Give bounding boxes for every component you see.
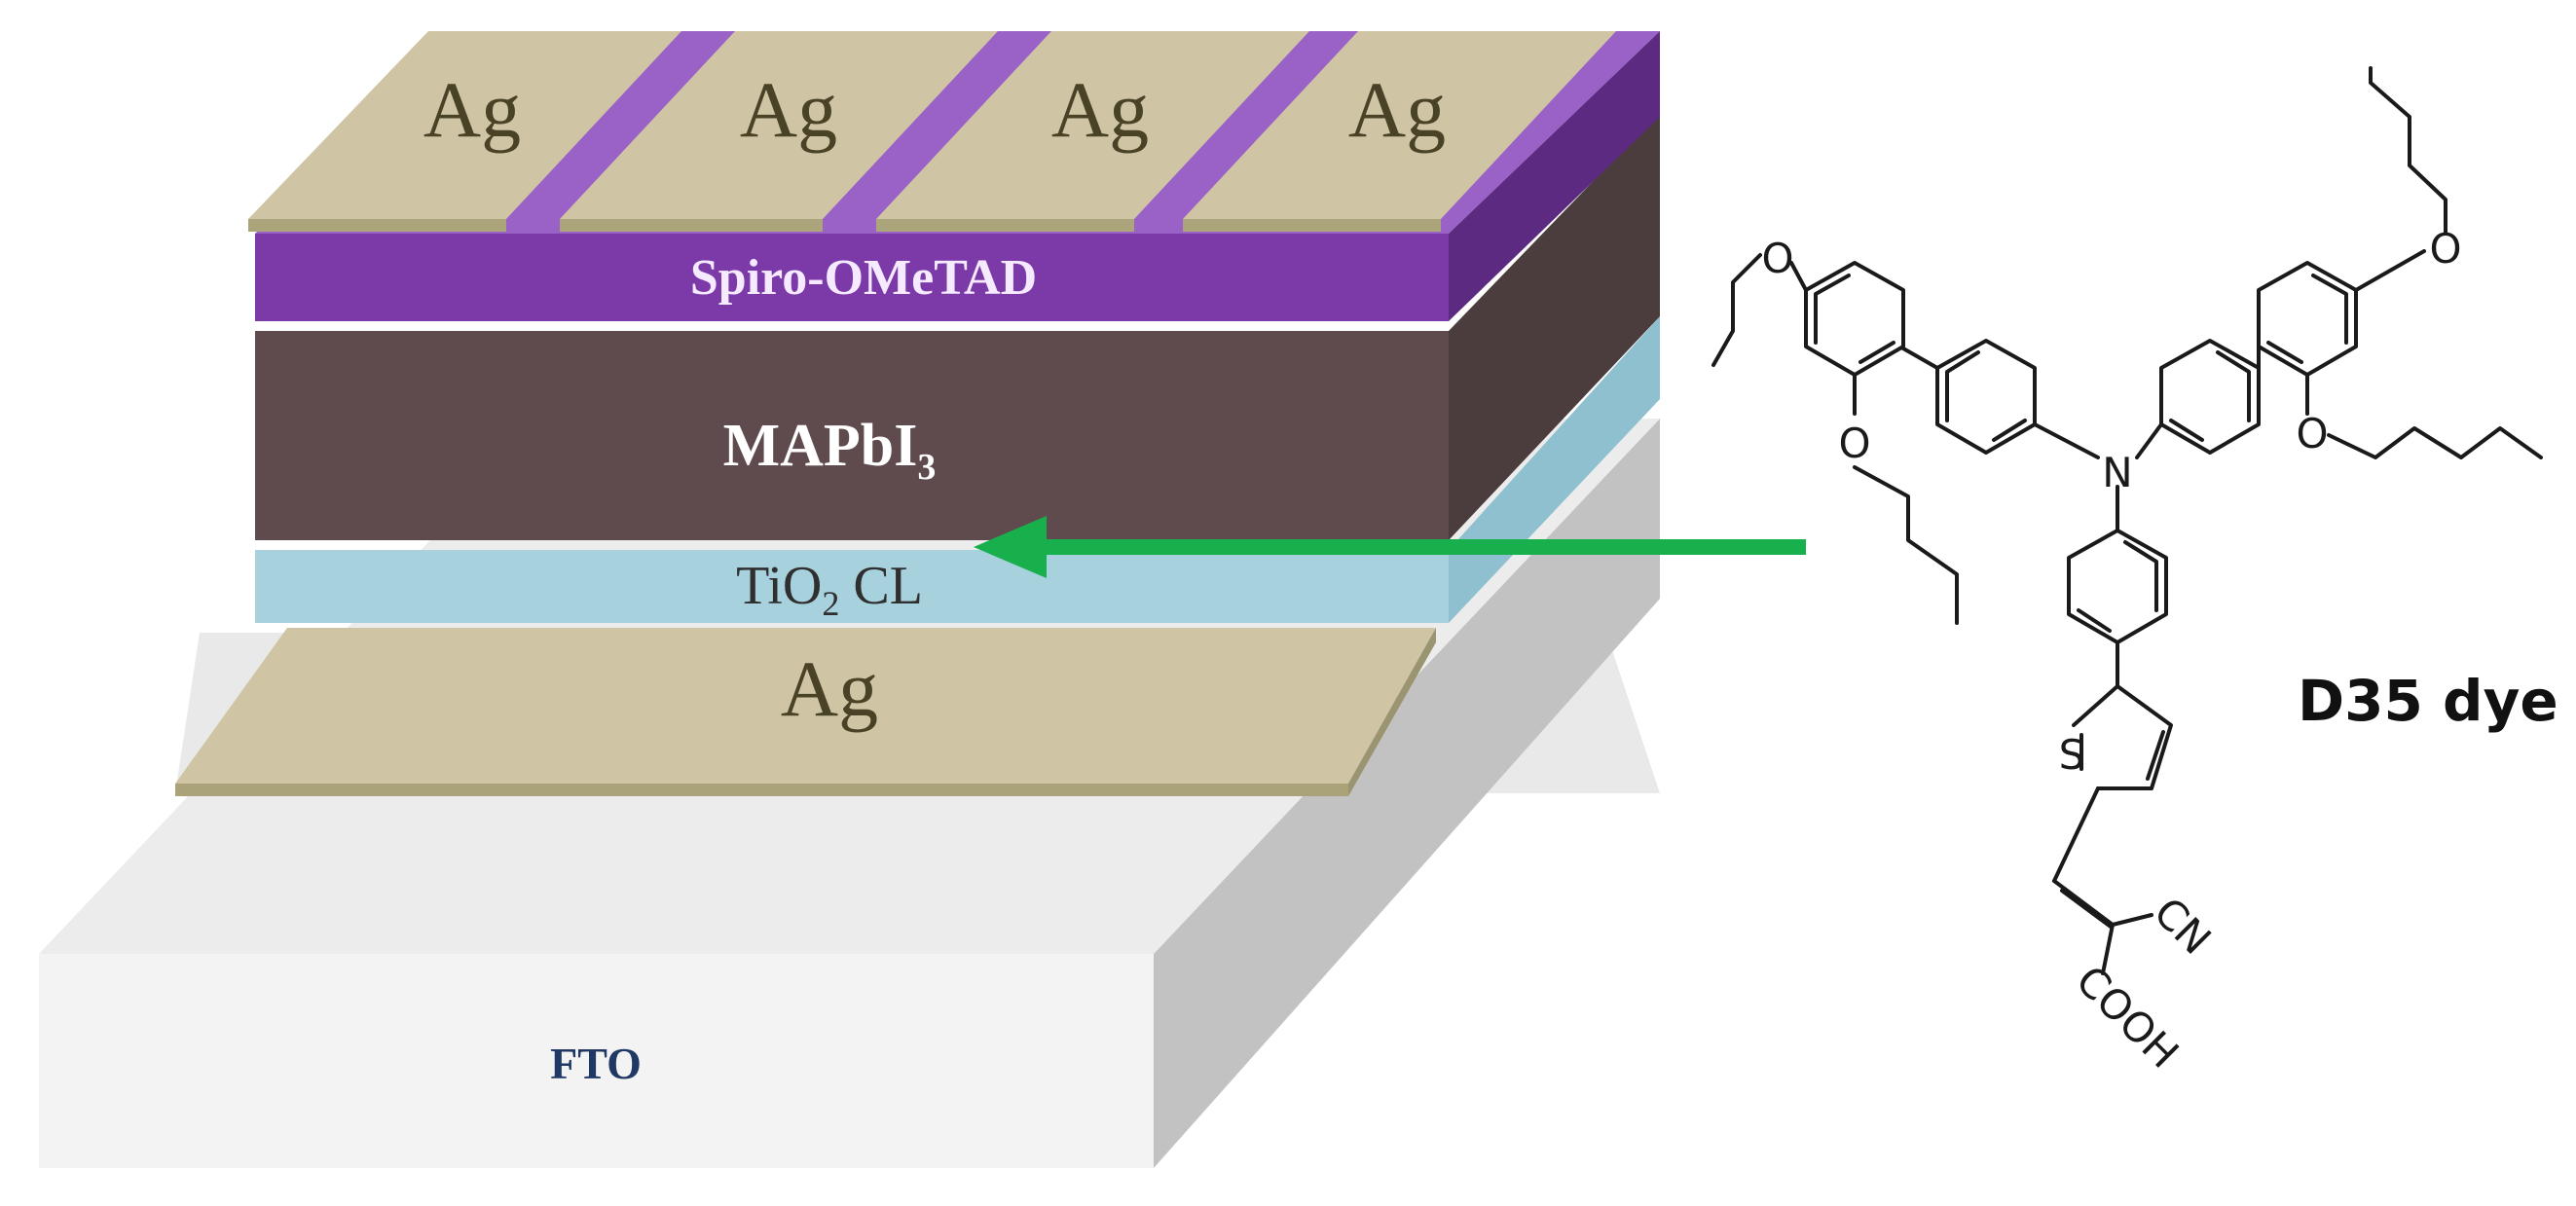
tio2-label: TiO2 CL xyxy=(736,556,923,623)
top-ag-electrode-3: Ag xyxy=(876,31,1309,232)
spiro-side xyxy=(1449,31,1660,321)
top-ag-edge-2 xyxy=(560,219,823,232)
atom-o-right-bottom: O xyxy=(2296,410,2328,457)
top-ag-edge-1 xyxy=(248,219,506,232)
top-ag-face-4 xyxy=(1183,31,1616,219)
top-ag-electrode-1: Ag xyxy=(248,31,681,232)
top-ag-label-1: Ag xyxy=(423,65,521,154)
atom-cooh: COOH xyxy=(2067,956,2188,1077)
ring-left-phenyl xyxy=(1935,339,2037,455)
top-ag-label-2: Ag xyxy=(740,65,837,154)
ring-right-phenyl xyxy=(2159,339,2261,455)
bottom-ag-label: Ag xyxy=(781,644,878,733)
atom-cn: CN xyxy=(2145,888,2221,964)
bottom-ag-electrode: Ag xyxy=(175,628,1436,796)
atom-n: N xyxy=(2102,449,2132,496)
top-ag-electrode-4: Ag xyxy=(1183,31,1616,232)
top-ag-electrode-2: Ag xyxy=(560,31,998,232)
dye-name-label: D35 dye xyxy=(2298,668,2558,734)
bottom-ag-front xyxy=(175,784,1348,796)
thiophene-ring xyxy=(2072,684,2173,790)
top-ag-edge-4 xyxy=(1183,219,1441,232)
dye-atom-labels: N S O O O O CN COOH xyxy=(1761,225,2461,1078)
perovskite-label: MAPbI3 xyxy=(723,413,937,488)
d35-dye-structure xyxy=(1711,66,2543,975)
ring-bottom-phenyl xyxy=(2067,529,2168,644)
bottom-ag-side xyxy=(1348,628,1436,796)
perovskite-side xyxy=(1449,112,1660,540)
atom-o-left-bottom: O xyxy=(1838,420,1870,467)
fto-front-face xyxy=(39,954,1154,1168)
top-ag-face-3 xyxy=(876,31,1309,219)
spiro-front xyxy=(255,234,1449,321)
ring-right-alkoxy xyxy=(2257,261,2358,377)
top-ag-face-1 xyxy=(248,31,681,219)
top-ag-face-2 xyxy=(560,31,998,219)
top-ag-edge-3 xyxy=(876,219,1134,232)
perovskite-layer: MAPbI3 xyxy=(255,112,1660,540)
fto-side-face xyxy=(1154,419,1660,1168)
fto-label: FTO xyxy=(550,1039,642,1088)
top-ag-electrodes: Ag Ag Ag Ag xyxy=(248,31,1616,232)
atom-s: S xyxy=(2059,731,2085,779)
spiro-label: Spiro-OMeTAD xyxy=(690,250,1037,306)
bottom-ag-top xyxy=(175,628,1436,784)
perovskite-front xyxy=(255,331,1449,540)
top-ag-label-3: Ag xyxy=(1051,65,1149,154)
interface-arrow xyxy=(974,516,1806,578)
atom-o-left-top: O xyxy=(1761,235,1793,282)
ring-left-alkoxy xyxy=(1804,261,1905,377)
top-ag-label-4: Ag xyxy=(1348,65,1446,154)
tio2-front xyxy=(255,550,1449,623)
atom-o-right-top: O xyxy=(2429,225,2461,273)
arrow-head xyxy=(974,516,1047,578)
